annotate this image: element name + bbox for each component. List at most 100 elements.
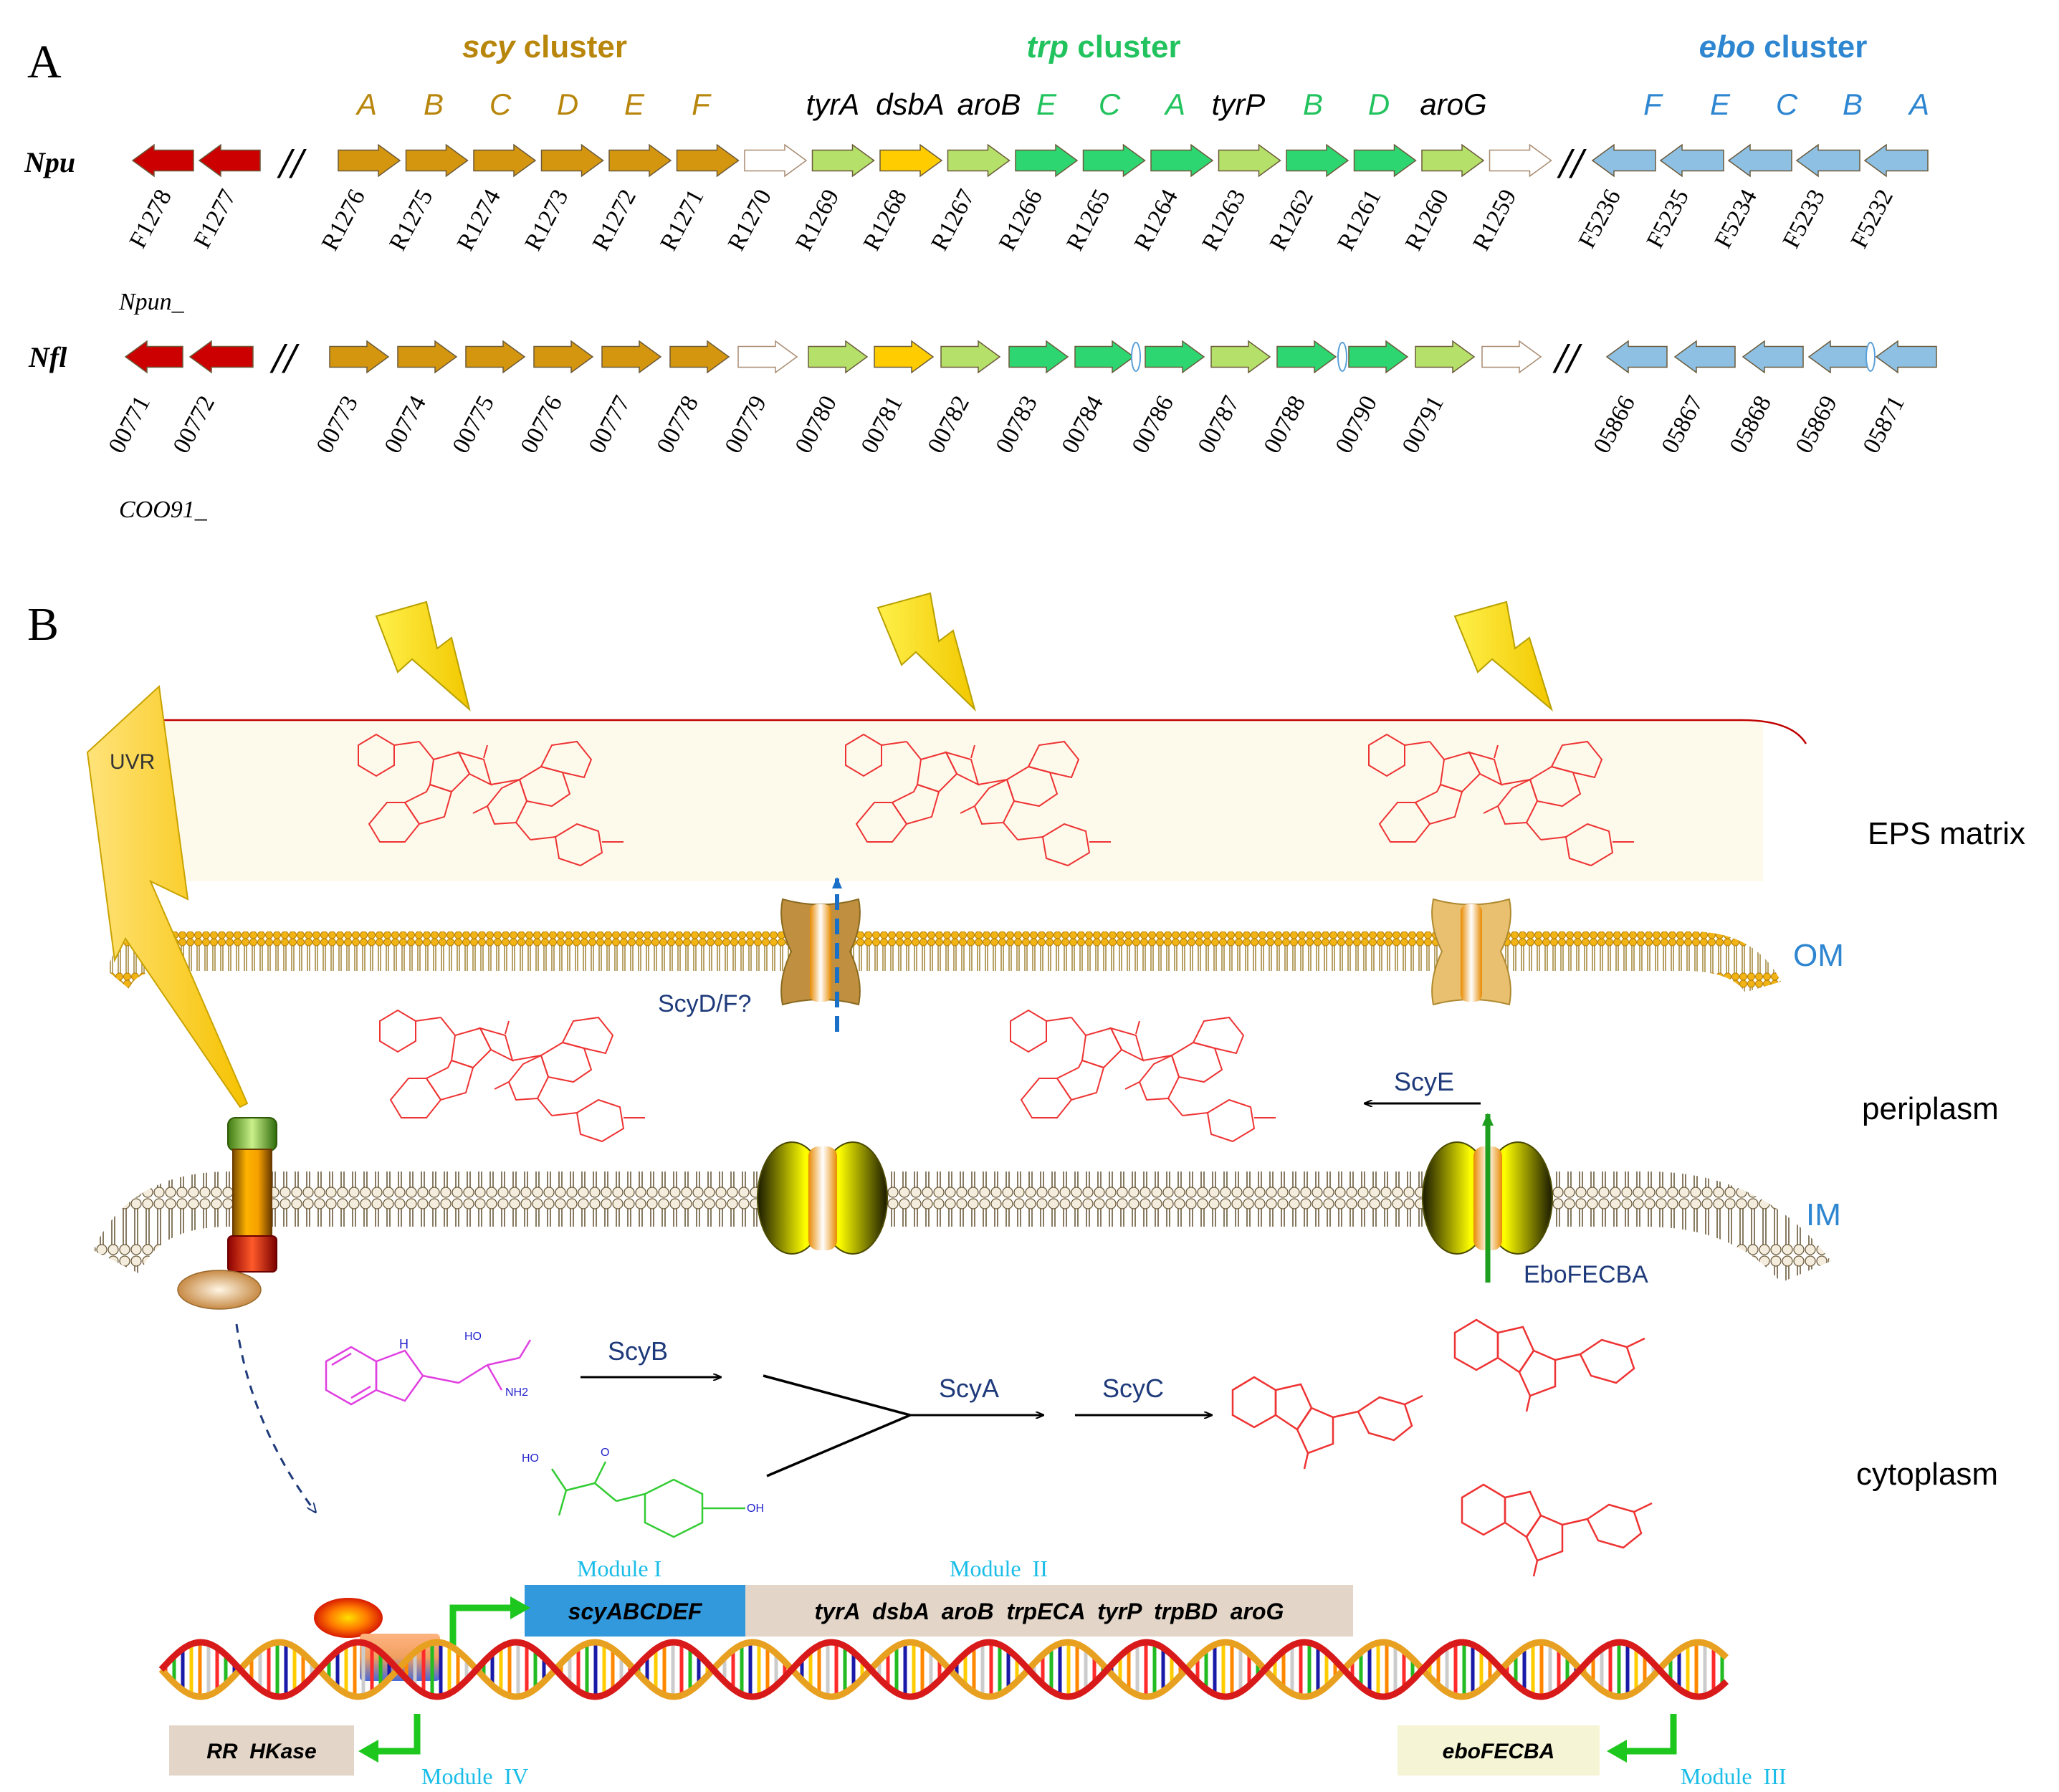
response-regulator <box>314 1598 383 1638</box>
hpp-structure <box>550 1461 745 1538</box>
gene-name-label: tyrP <box>1212 87 1266 121</box>
scye-label: ScyE <box>1394 1067 1454 1096</box>
eps-matrix-region <box>158 720 1763 881</box>
gene-name-label: F <box>1643 87 1663 121</box>
ebo-operon-label: eboFECBA <box>1443 1740 1555 1763</box>
trp-ho: HO <box>464 1331 482 1343</box>
gene-id-label: F5232 <box>1846 185 1898 252</box>
npu-gene-arrow <box>1286 143 1349 178</box>
uvr-label: UVR <box>110 750 155 774</box>
gene-id-label: 00783 <box>990 391 1043 457</box>
nfl-gene-arrow <box>533 340 594 374</box>
gene-id-label: R1260 <box>1400 185 1454 254</box>
nfl-gene-arrow <box>1875 340 1937 374</box>
gene-id-label: 05868 <box>1724 391 1777 457</box>
gene-name-label: A <box>355 87 377 121</box>
panel-b-label: B <box>27 598 59 651</box>
npu-gene-arrow <box>198 143 261 178</box>
gene-id-label: R1263 <box>1197 185 1251 254</box>
panel-a-label: A <box>27 36 62 88</box>
gene-id-label: R1267 <box>926 185 980 254</box>
gene-name-label: aroB <box>957 87 1021 121</box>
uvr-lightning-bolt-icon <box>86 684 249 1108</box>
gene-name-label: B <box>1303 87 1323 121</box>
npu-locus-prefix: Npun_ <box>118 289 185 315</box>
nfl-gene-arrow <box>1415 340 1476 374</box>
gene-id-label: 00778 <box>651 391 704 457</box>
nfl-gene-arrow <box>1742 340 1804 374</box>
nfl-gene-arrow <box>940 340 1001 374</box>
gene-id-label: R1259 <box>1468 185 1521 254</box>
cluster-title-trp: trp cluster <box>1026 29 1180 64</box>
scya-label: ScyA <box>939 1374 999 1403</box>
npu-gene-arrow <box>1218 143 1281 178</box>
nfl-gene-arrow <box>1481 340 1542 374</box>
gene-id-label: F5236 <box>1574 185 1626 252</box>
gene-id-label: 00786 <box>1127 391 1179 457</box>
trp-operon-box <box>745 1585 1353 1637</box>
module-2-label: Module II <box>950 1556 1048 1581</box>
npu-gene-arrow <box>1591 143 1656 178</box>
rr-hkase-box <box>169 1725 354 1776</box>
module-4-label: Module IV <box>421 1763 528 1789</box>
npu-gene-arrow <box>405 143 469 178</box>
nfl-locus-prefix: COO91_ <box>119 497 208 523</box>
gene-id-label: R1272 <box>588 185 641 254</box>
nfl-gene-arrow <box>1348 340 1409 374</box>
signal-path-arrow <box>235 1323 315 1512</box>
break-mark-nfl-2: // <box>1552 335 1583 382</box>
monomer-structure <box>1461 1483 1653 1578</box>
nfl-gene-arrow <box>124 340 183 374</box>
nfl-gene-arrow <box>808 340 869 374</box>
module-1-label: Module I <box>577 1556 661 1581</box>
npu-gene-arrow <box>947 143 1011 178</box>
nfl-gene-arrow <box>1008 340 1069 374</box>
gene-id-label: 00775 <box>447 391 500 457</box>
npu-gene-arrow <box>744 143 808 178</box>
outer-membrane <box>108 931 1781 992</box>
gene-name-label: C <box>1776 87 1798 121</box>
ebo-operon-box <box>1398 1725 1600 1776</box>
module-3-label: Module III <box>1681 1763 1787 1789</box>
intergenic-marker <box>1865 342 1876 372</box>
gene-name-label: D <box>557 87 578 121</box>
scy-operon-label: scyABCDEF <box>568 1599 703 1624</box>
lightning-bolt-icon <box>375 600 471 711</box>
gene-id-label: 00781 <box>856 391 908 457</box>
gene-id-label: 00776 <box>515 391 568 457</box>
nfl-gene-arrows <box>124 340 1937 374</box>
gene-id-label: R1261 <box>1332 185 1386 254</box>
nfl-gene-arrow <box>397 340 458 374</box>
rr-hkase-label: RR HKase <box>206 1740 316 1763</box>
gene-id-label: R1276 <box>317 185 371 254</box>
nfl-gene-arrow <box>188 340 254 374</box>
npu-gene-arrow <box>338 143 401 178</box>
promoter-arrow-scy <box>449 1604 516 1648</box>
dna-strand <box>158 1639 1729 1700</box>
gene-id-label: 00784 <box>1056 391 1109 457</box>
npu-gene-arrow <box>1082 143 1146 178</box>
inner-membrane <box>93 1171 1831 1283</box>
gene-id-label: R1264 <box>1129 185 1183 254</box>
ebo-fecba-label: EboFECBA <box>1524 1261 1648 1288</box>
lightning-bolt-icon <box>876 592 976 712</box>
gene-name-label: E <box>1710 87 1731 121</box>
nfl-gene-arrow <box>601 340 662 374</box>
promoter-arrowhead <box>358 1740 378 1763</box>
gene-id-label: F5234 <box>1710 185 1762 252</box>
scytonemin-structure <box>379 1010 646 1142</box>
hpp-ho: HO <box>522 1452 539 1465</box>
nfl-gene-arrow <box>1074 340 1135 374</box>
gene-id-label: 05867 <box>1656 391 1709 457</box>
dna-strand <box>158 1639 1729 1700</box>
gene-name-label: dsbA <box>876 87 945 121</box>
npu-gene-arrow <box>1353 143 1417 178</box>
nfl-gene-arrow <box>1605 340 1668 374</box>
hpp-o: O <box>601 1447 609 1459</box>
eps-matrix-outline <box>158 719 1807 744</box>
gene-id-label: 00790 <box>1330 391 1382 457</box>
promoter-arrowhead <box>1607 1740 1627 1763</box>
